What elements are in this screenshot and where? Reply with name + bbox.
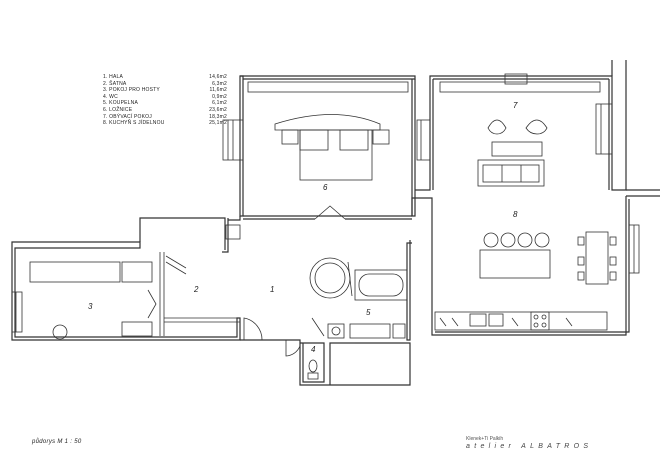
- studio-subtitle: Klenek+Ti Palkih: [466, 436, 504, 442]
- dining-table: [577, 231, 617, 285]
- scale-label: půdorys M 1 : 50: [32, 439, 82, 445]
- kitchen-counter: [434, 311, 608, 331]
- round-shower: [309, 257, 353, 299]
- kitchen-island: [479, 232, 551, 279]
- armchairs: [487, 119, 548, 135]
- room-number-4: 4: [311, 345, 316, 354]
- exterior-walls: [11, 60, 660, 386]
- room-number-8: 8: [513, 210, 518, 219]
- guest-room-furniture: [29, 261, 153, 340]
- bathroom-fixtures: [327, 323, 406, 344]
- room-number-6: 6: [323, 183, 328, 192]
- bedroom-door: [314, 205, 346, 220]
- bed: [274, 114, 390, 181]
- shower-door: [311, 317, 325, 337]
- room-number-5: 5: [366, 308, 371, 317]
- windows: [11, 103, 640, 333]
- bathtub: [354, 269, 408, 301]
- room-number-3: 3: [88, 302, 93, 311]
- toilet-door: [285, 340, 301, 357]
- room-number-1: 1: [270, 285, 275, 294]
- room-number-2: 2: [194, 285, 199, 294]
- room-number-7: 7: [513, 101, 518, 110]
- radiators: [247, 73, 601, 93]
- wardrobe-partition: [147, 252, 240, 336]
- sofa: [477, 159, 545, 187]
- toilet: [307, 359, 319, 380]
- coffee-table: [491, 141, 543, 157]
- entrance-door: [243, 317, 263, 341]
- studio-name: atelier ALBATROS: [466, 443, 593, 450]
